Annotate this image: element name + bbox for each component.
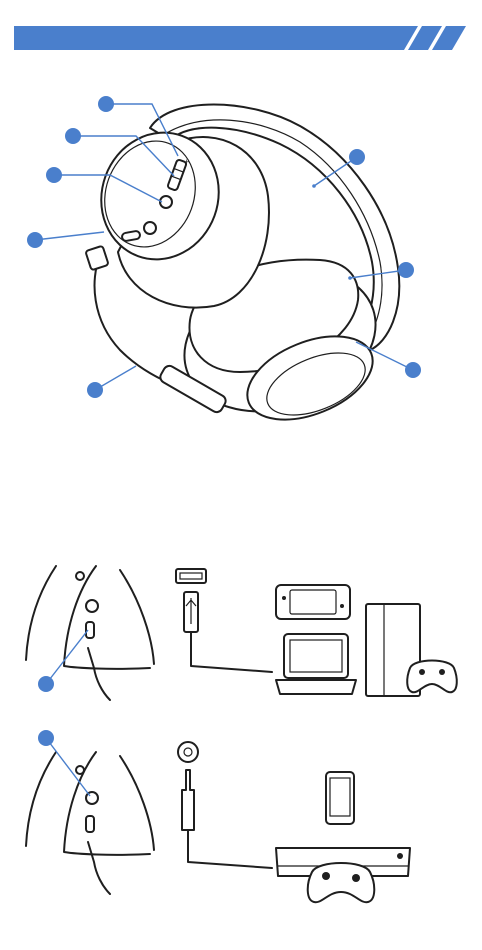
- aux-port-closeup: [86, 600, 98, 612]
- usb-port-closeup-2: [86, 816, 94, 832]
- aux-cable-line: [188, 830, 272, 868]
- audio-jack-port: [144, 222, 156, 234]
- aux-socket-icon: [178, 742, 198, 762]
- callout-usb-closeup: [38, 676, 54, 692]
- usb-connection-figure: [0, 556, 482, 706]
- usb-cable-closeup: [88, 648, 110, 700]
- callout-aux-closeup: [38, 730, 54, 746]
- callout-usb-port: [27, 232, 104, 248]
- nintendo-switch-icon: [276, 585, 350, 619]
- mute-icon-closeup-2: [76, 766, 84, 774]
- earcup-closeup-aux: [26, 752, 56, 846]
- laptop-icon: [276, 634, 356, 694]
- earcup-closeup-usb: [26, 566, 56, 660]
- mic-plug-left: [85, 246, 108, 271]
- aux-plug-icon: [182, 770, 194, 830]
- headset-figure: +: [0, 88, 482, 438]
- callout-boom-mic: [87, 366, 136, 398]
- mute-icon-closeup: [76, 572, 84, 580]
- header-bar-main: [14, 26, 418, 50]
- aux-connection-figure: [0, 728, 482, 908]
- usb-cable-line: [191, 632, 272, 672]
- xbox-controller-icon: [308, 863, 375, 902]
- volume-plus-label: +: [184, 157, 189, 167]
- playstation-controller-icon: [407, 661, 457, 693]
- smartphone-icon: [326, 772, 354, 824]
- header-bar: [14, 26, 466, 50]
